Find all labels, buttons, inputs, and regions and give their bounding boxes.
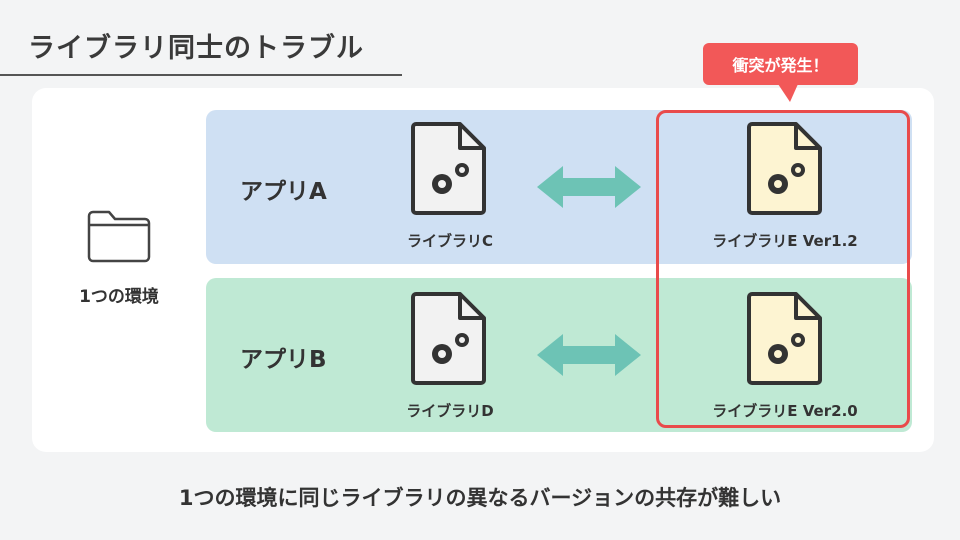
app-b-label: アプリB xyxy=(240,347,327,373)
library-e-v1-label: ライブラリE Ver1.2 xyxy=(712,232,858,250)
library-e-v2-label: ライブラリE Ver2.0 xyxy=(712,402,858,420)
diagram-caption: 1つの環境に同じライブラリの異なるバージョンの共存が難しい xyxy=(178,486,782,510)
environment-label: 1つの環境 xyxy=(79,287,159,307)
library-d-document-icon xyxy=(411,292,486,385)
page-title: ライブラリ同士のトラブル xyxy=(28,33,364,64)
library-c-document-icon xyxy=(411,122,486,215)
conflict-highlight-box xyxy=(656,110,910,428)
bidirectional-arrow-icon xyxy=(537,166,641,208)
library-e-v1-document-icon xyxy=(747,122,822,215)
conflict-callout: 衝突が発生！ xyxy=(703,43,858,85)
library-c-label: ライブラリC xyxy=(406,232,493,250)
library-e-v2-document-icon xyxy=(747,292,822,385)
app-a-label: アプリA xyxy=(240,179,327,205)
folder-icon xyxy=(87,210,151,263)
title-underline xyxy=(0,74,402,76)
callout-pointer xyxy=(778,84,798,102)
bidirectional-arrow-icon xyxy=(537,334,641,376)
library-d-label: ライブラリD xyxy=(406,402,494,420)
